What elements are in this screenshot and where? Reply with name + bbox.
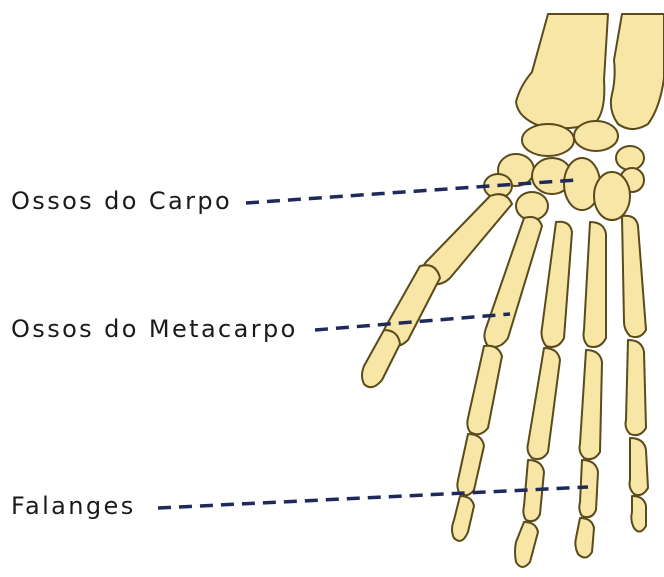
ring-finger-bones xyxy=(575,222,606,558)
label-ossos-do-carpo: Ossos do Carpo xyxy=(11,189,232,213)
little-finger-bones xyxy=(622,216,648,532)
label-ossos-do-metacarpo: Ossos do Metacarpo xyxy=(11,317,298,341)
ulna-bone xyxy=(611,14,664,129)
label-falanges: Falanges xyxy=(11,494,136,518)
radius-bone xyxy=(516,14,608,128)
